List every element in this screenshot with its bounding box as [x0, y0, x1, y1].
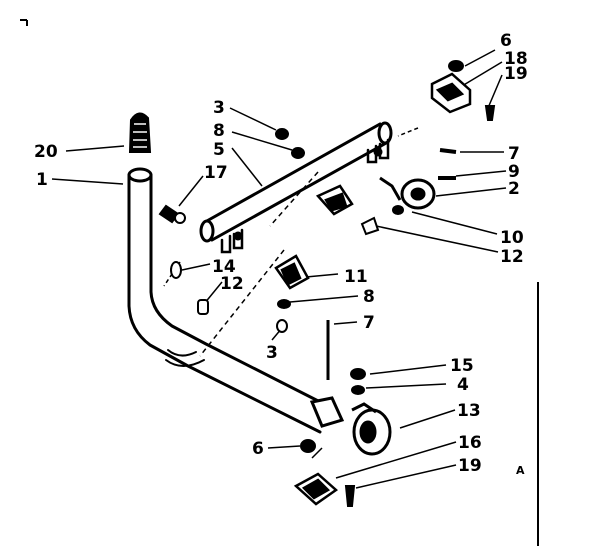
- rear-caster-wheel: [379, 176, 436, 210]
- small-parts: [158, 60, 496, 507]
- callout-19-top: 19: [504, 64, 528, 84]
- callout-17: 17: [204, 163, 228, 183]
- callout-15: 15: [450, 356, 474, 376]
- callout-3-upper: 3: [213, 98, 225, 118]
- front-caster: [309, 396, 392, 456]
- callout-6-top: 6: [500, 31, 512, 51]
- callout-13: 13: [457, 401, 481, 421]
- callout-11: 11: [344, 267, 368, 287]
- callout-5: 5: [213, 140, 225, 160]
- callout-7-upper: 7: [508, 144, 520, 164]
- callout-8-upper: 8: [213, 121, 225, 141]
- callout-12-lower: 12: [220, 274, 244, 294]
- scan-marks: [20, 19, 539, 546]
- callout-6-lower: 6: [252, 439, 264, 459]
- callout-18: 18: [504, 49, 528, 69]
- handle-grip: [128, 112, 152, 153]
- callout-19-lower: 19: [458, 456, 482, 476]
- callout-10: 10: [500, 228, 524, 248]
- upper-crossbar: [199, 121, 393, 254]
- callout-8-lower: 8: [363, 287, 375, 307]
- callout-14: 14: [212, 257, 236, 277]
- main-tube: [127, 167, 338, 434]
- callout-9: 9: [508, 162, 520, 182]
- callout-12-upper: 12: [500, 247, 524, 267]
- center-bracket: [315, 184, 354, 216]
- callout-4: 4: [457, 375, 469, 395]
- callout-2: 2: [508, 179, 520, 199]
- callout-3-lower: 3: [266, 343, 278, 363]
- callout-labels: 20 1 17 3 8 5 6 18 19 7 9 2 10 12 14 12 …: [34, 31, 528, 477]
- callout-1: 1: [36, 170, 48, 190]
- callout-7-lower: 7: [363, 313, 375, 333]
- corner-mark: A: [516, 464, 525, 477]
- bottom-clip: [293, 472, 339, 506]
- callout-16: 16: [458, 433, 482, 453]
- lower-bracket: [274, 254, 310, 290]
- callout-20: 20: [34, 142, 58, 162]
- top-bracket: [430, 72, 472, 114]
